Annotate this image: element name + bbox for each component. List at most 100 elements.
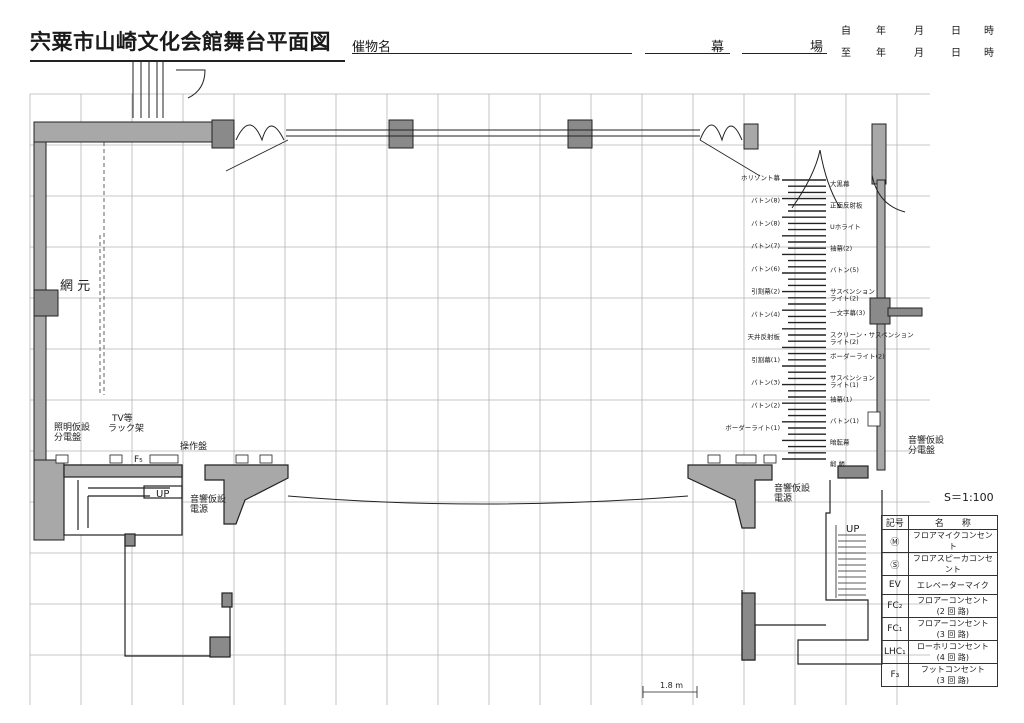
batten-label-line: バトン(7) xyxy=(751,242,780,250)
outlet-box xyxy=(259,454,273,464)
lighting-panel-label: 照明仮設分電盤 xyxy=(54,421,90,443)
sound-power-right-label: 音響仮設電源 xyxy=(774,482,810,504)
batten-label: スクリーン・サスペンションライト(2) xyxy=(830,331,914,346)
outlet-box xyxy=(55,454,69,464)
corridor-post-left xyxy=(124,533,136,547)
date-to-hour: 時 xyxy=(984,48,994,59)
batten-label: 正面反射板 xyxy=(830,201,863,210)
right-stair-treads xyxy=(835,525,866,598)
stair-box xyxy=(143,485,183,499)
left-lower-room xyxy=(63,464,233,658)
legend-symbol: LHC₁ xyxy=(881,640,909,664)
up-right-label: UP xyxy=(846,524,859,535)
legend-header-symbol: 記号 xyxy=(881,515,909,530)
batten-label-line: ボーダーライト(2) xyxy=(830,351,885,360)
left-room-shade xyxy=(63,464,183,478)
top-rail xyxy=(225,124,761,177)
right-post xyxy=(741,592,756,661)
batten-label: 大黒幕 xyxy=(830,179,850,188)
legend-symbol: Ⓜ xyxy=(881,529,909,553)
date-from-start: 自 xyxy=(841,26,851,37)
tv-rack-line: TV等 xyxy=(111,412,133,424)
date-to-month: 月 xyxy=(914,48,924,59)
legend-name: フットコンセント(3 回 路) xyxy=(907,663,999,687)
batten-label: バトン(5) xyxy=(830,266,859,274)
pillar-left xyxy=(33,289,59,317)
batten-label: バトン(2) xyxy=(751,401,780,409)
legend-header-row: 記号 名 称 xyxy=(881,515,999,530)
batten-label: バトン(8) xyxy=(751,197,780,205)
entrance-door-arc xyxy=(176,69,206,99)
batten-label: バトン(7) xyxy=(751,242,780,250)
batten-label: 袖幕(1) xyxy=(830,394,852,403)
date-to-year: 年 xyxy=(876,48,886,59)
batten-label-line: ライト(2) xyxy=(830,338,859,346)
act-label: 幕 xyxy=(711,40,725,55)
batten-label-line: 引割幕(2) xyxy=(751,287,780,296)
sound-power-right-line: 音響仮設 xyxy=(774,482,810,494)
pillar-top-left xyxy=(211,119,235,149)
sightline-left xyxy=(225,139,289,172)
batten-label: 袖幕(2) xyxy=(830,244,852,253)
batten-label-line: バトン(4) xyxy=(751,310,780,318)
event-name-label: 催物名 xyxy=(352,40,392,55)
outlet-box xyxy=(235,454,249,464)
batten-label: バトン(6) xyxy=(751,265,780,273)
far-right-wall-top xyxy=(871,123,887,185)
left-room-corridor xyxy=(124,535,231,657)
legend-name: ローホリコンセント(4 回 路) xyxy=(907,640,999,664)
batten-label-line: バトン(2) xyxy=(751,401,780,409)
batten-label: 一文字幕(3) xyxy=(830,308,865,317)
right-room-wall xyxy=(797,480,883,665)
batten-label-line: バトン(3) xyxy=(751,379,780,387)
corridor-post-bottom xyxy=(209,636,231,658)
batten-label: サスペンションライト(2) xyxy=(830,288,875,303)
date-to-day: 日 xyxy=(951,48,961,59)
lighting-panel-line: 分電盤 xyxy=(54,431,81,443)
dimension-marker xyxy=(642,686,698,698)
sound-panel-right-label: 音響仮設分電盤 xyxy=(908,434,944,456)
right-lower-room xyxy=(741,465,883,665)
batten-label: バトン(4) xyxy=(751,310,780,318)
legend-name: エレベーターマイク xyxy=(907,575,999,595)
legend-symbol: F₃ xyxy=(881,663,909,687)
outlet-boxes xyxy=(55,454,777,464)
batten-label: 天井反射板 xyxy=(748,332,781,341)
stage-front-curve xyxy=(287,495,689,505)
pillars xyxy=(33,119,923,325)
right-proscenium-wall xyxy=(743,123,759,150)
curtain-curve xyxy=(791,149,821,209)
drawing-title: 宍粟市山崎文化会館舞台平面図 xyxy=(30,30,331,54)
right-corner-block xyxy=(837,465,869,479)
fs-label: F₅ xyxy=(134,455,143,465)
batten-label: バトン(8) xyxy=(751,219,780,227)
batten-label-line: 大黒幕 xyxy=(830,179,850,188)
batten-label-line: スクリーン・サスペンション xyxy=(830,331,914,339)
top-left-wall xyxy=(33,121,235,143)
sightline-right xyxy=(699,139,761,177)
batten-label: 暗転幕 xyxy=(830,437,850,446)
sound-power-left-label: 音響仮設電源 xyxy=(190,493,226,515)
batten-label: 緞 帳 xyxy=(830,459,846,468)
batten-label-line: 一文字幕(3) xyxy=(830,308,865,317)
tv-rack-label: TV等ラック架 xyxy=(108,412,144,434)
batten-label: バトン(1) xyxy=(830,417,859,425)
batten-label-line: サスペンション xyxy=(830,288,875,296)
sound-power-left-line: 電源 xyxy=(190,504,208,515)
batten-label-line: 袖幕(2) xyxy=(830,244,852,253)
batten-lines xyxy=(782,179,826,460)
batten-label-line: 天井反射板 xyxy=(748,332,781,341)
proscenium-right xyxy=(687,464,773,529)
batten-label-line: ライト(1) xyxy=(830,381,859,389)
batten-label-line: バトン(5) xyxy=(830,266,859,274)
sound-power-left-line: 音響仮設 xyxy=(190,493,226,505)
batten-label-line: Uホライト xyxy=(830,223,861,231)
date-from-day: 日 xyxy=(951,26,961,37)
tv-rack-line: ラック架 xyxy=(108,423,144,434)
batten-label-line: 正面反射板 xyxy=(830,201,863,210)
